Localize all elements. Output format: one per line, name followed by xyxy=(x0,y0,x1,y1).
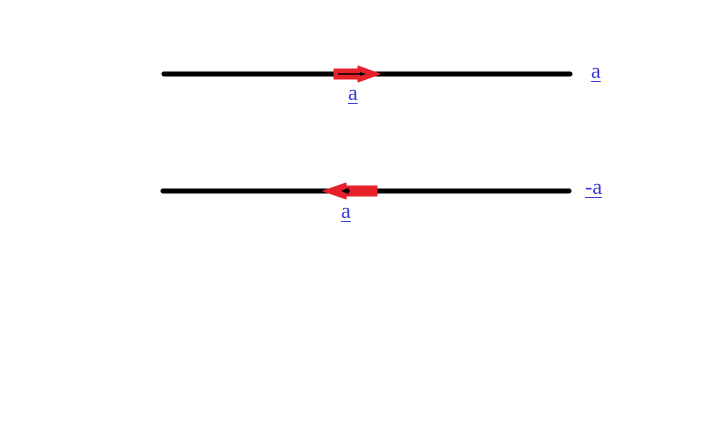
vector-a-group xyxy=(161,65,573,83)
vector-negative-a-group xyxy=(160,182,572,200)
arrow-right-icon xyxy=(333,65,381,83)
arrow-left-icon xyxy=(322,182,378,200)
arrow-label-a: a xyxy=(348,80,358,105)
end-label-a: a xyxy=(591,58,601,83)
arrow-label-negative-a: a xyxy=(341,198,351,223)
end-label-negative-a: -a xyxy=(585,174,603,199)
